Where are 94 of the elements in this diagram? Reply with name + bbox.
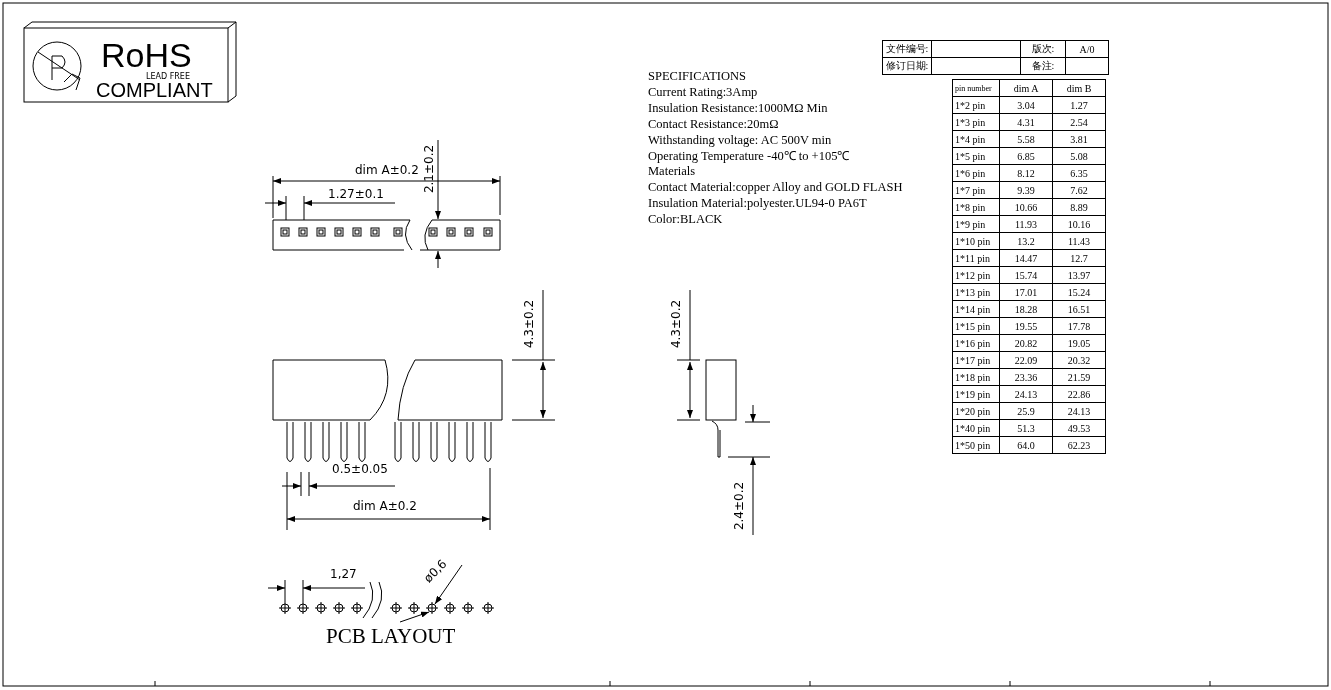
table-cell: 1*11 pin (952, 249, 1000, 267)
table-cell: 1*13 pin (952, 283, 1000, 301)
view-title: PCB LAYOUT (326, 626, 456, 647)
table-cell: 24.13 (1052, 402, 1106, 420)
table-cell: 10.16 (1052, 215, 1106, 233)
table-cell: 1*4 pin (952, 130, 1000, 148)
table-cell: 5.58 (999, 130, 1053, 148)
spec-line: Insulation Resistance:1000MΩ Min (648, 101, 828, 115)
rohs-text: RoHS (101, 38, 192, 72)
table-cell: 14.47 (999, 249, 1053, 267)
table-cell: 8.12 (999, 164, 1053, 182)
dimension-label: 2.4±0.2 (733, 481, 746, 531)
table-cell: 22.09 (999, 351, 1053, 369)
table-cell: 1*3 pin (952, 113, 1000, 131)
table-cell: 15.24 (1052, 283, 1106, 301)
table-cell: 62.23 (1052, 436, 1106, 454)
table-cell: 25.9 (999, 402, 1053, 420)
table-cell: 1*15 pin (952, 317, 1000, 335)
table-cell: 10.66 (999, 198, 1053, 216)
table-cell: 20.82 (999, 334, 1053, 352)
dimension-label: 4.3±0.2 (523, 299, 536, 349)
dimension-label: 1.27±0.1 (328, 188, 384, 200)
table-cell: 19.55 (999, 317, 1053, 335)
table-cell: 64.0 (999, 436, 1053, 454)
dimension-label: 0.5±0.05 (332, 463, 388, 475)
section-heading: SPECIFICATIONS (648, 70, 746, 83)
table-cell: 5.08 (1052, 147, 1106, 165)
table-cell: 6.35 (1052, 164, 1106, 182)
table-cell: 1*16 pin (952, 334, 1000, 352)
table-cell: 13.2 (999, 232, 1053, 250)
table-cell: dim B (1052, 79, 1106, 97)
table-cell: 1*10 pin (952, 232, 1000, 250)
dimension-label: dim A±0.2 (353, 500, 417, 512)
table-cell: dim A (999, 79, 1053, 97)
table-cell: 16.51 (1052, 300, 1106, 318)
table-cell: 9.39 (999, 181, 1053, 199)
table-cell: 1*8 pin (952, 198, 1000, 216)
table-cell: 23.36 (999, 368, 1053, 386)
table-cell: 1*14 pin (952, 300, 1000, 318)
table-cell: 1*17 pin (952, 351, 1000, 369)
dimension-label: 1,27 (330, 568, 357, 580)
table-cell: 18.28 (999, 300, 1053, 318)
table-cell: 修订日期: (882, 57, 932, 75)
table-cell: 21.59 (1052, 368, 1106, 386)
table-cell: 8.89 (1052, 198, 1106, 216)
table-cell: 3.81 (1052, 130, 1106, 148)
dimension-label: dim A±0.2 (355, 164, 419, 176)
spec-line: Current Rating:3Amp (648, 85, 758, 99)
table-cell: 17.78 (1052, 317, 1106, 335)
table-cell: 3.04 (999, 96, 1053, 114)
dimension-label: 2.1±0.2 (423, 144, 436, 194)
table-cell: 12.7 (1052, 249, 1106, 267)
table-cell: 1*7 pin (952, 181, 1000, 199)
table-cell: 1*5 pin (952, 147, 1000, 165)
table-cell: 2.54 (1052, 113, 1106, 131)
table-cell: 1*50 pin (952, 436, 1000, 454)
badge-text: COMPLIANT (96, 80, 213, 100)
table-cell: 6.85 (999, 147, 1053, 165)
table-cell: 版次: (1020, 40, 1066, 58)
table-cell: 文件编号: (882, 40, 932, 58)
badge-text: LEAD FREE (146, 73, 190, 81)
spec-line: Contact Material:copper Alloy and GOLD FLASH (648, 181, 903, 194)
spec-line: Color:BLACK (648, 213, 723, 226)
table-cell: 19.05 (1052, 334, 1106, 352)
table-cell: 1*9 pin (952, 215, 1000, 233)
table-cell: 11.93 (999, 215, 1053, 233)
spec-line: Operating Temperature -40℃ to +105℃ (648, 149, 850, 162)
table-cell: 1*40 pin (952, 419, 1000, 437)
table-cell: 15.74 (999, 266, 1053, 284)
table-cell: 1*20 pin (952, 402, 1000, 420)
spec-line: Contact Resistance:20mΩ (648, 117, 779, 131)
table-cell: 备注: (1020, 57, 1066, 75)
table-cell: 1*6 pin (952, 164, 1000, 182)
table-cell: 13.97 (1052, 266, 1106, 284)
table-cell: 20.32 (1052, 351, 1106, 369)
table-cell: 22.86 (1052, 385, 1106, 403)
spec-line: Insulation Material:polyester.UL94-0 PA6T (648, 197, 867, 210)
table-cell: 1*19 pin (952, 385, 1000, 403)
spec-line: Withstanding voltage: AC 500V min (648, 133, 832, 147)
table-cell: pin number (952, 79, 1000, 97)
table-cell: 17.01 (999, 283, 1053, 301)
table-cell: 7.62 (1052, 181, 1106, 199)
table-cell: 11.43 (1052, 232, 1106, 250)
table-cell: 24.13 (999, 385, 1053, 403)
section-heading: Materials (648, 165, 696, 178)
table-cell: 1*18 pin (952, 368, 1000, 386)
table-cell: 49.53 (1052, 419, 1106, 437)
dimension-label: 4.3±0.2 (670, 299, 683, 349)
table-cell: 1*2 pin (952, 96, 1000, 114)
table-cell: 1*12 pin (952, 266, 1000, 284)
table-cell: 4.31 (999, 113, 1053, 131)
table-cell: 51.3 (999, 419, 1053, 437)
table-cell: A/0 (1065, 40, 1109, 58)
table-cell: 1.27 (1052, 96, 1106, 114)
